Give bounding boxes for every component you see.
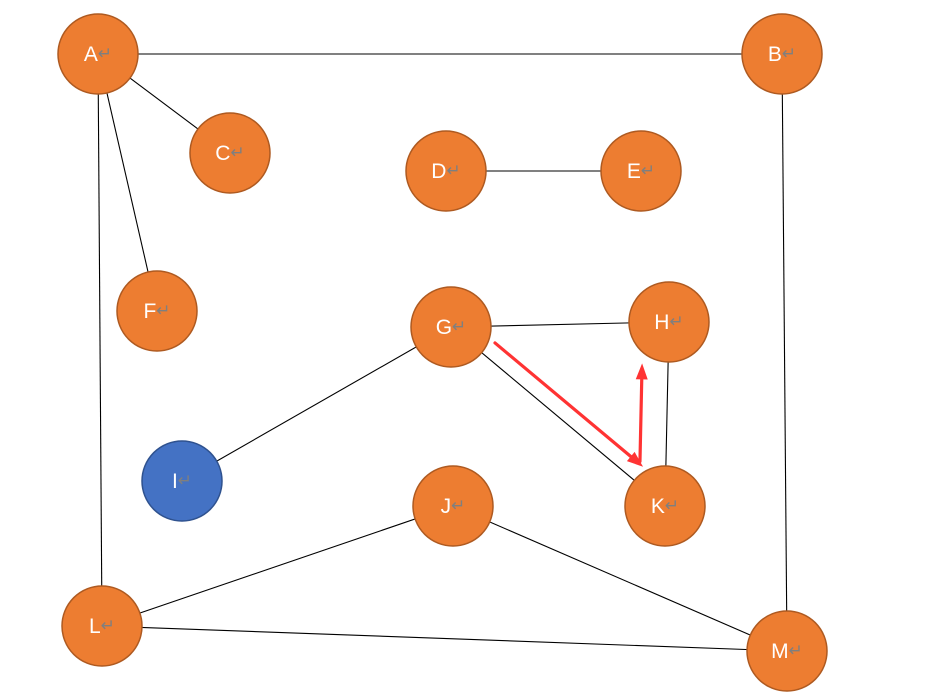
- node-circle: [410, 286, 492, 368]
- node-d: D↵: [405, 130, 487, 212]
- node-circle: [600, 130, 682, 212]
- return-mark-icon: ↵: [452, 317, 466, 337]
- edge-a-f: [97, 53, 158, 312]
- node-circle: [116, 270, 198, 352]
- node-g: G↵: [410, 286, 492, 368]
- return-mark-icon: ↵: [178, 471, 192, 491]
- return-mark-icon: ↵: [782, 44, 796, 64]
- node-k: K↵: [624, 465, 706, 547]
- node-label: L: [89, 615, 101, 638]
- return-mark-icon: ↵: [451, 496, 465, 516]
- return-mark-icon: ↵: [101, 616, 115, 636]
- nodes-layer: A↵B↵C↵D↵E↵F↵G↵H↵I↵J↵K↵L↵M↵: [57, 13, 828, 692]
- node-label: A: [84, 43, 98, 66]
- node-f: F↵: [116, 270, 198, 352]
- edge-b-m: [781, 53, 788, 652]
- return-mark-icon: ↵: [669, 312, 683, 332]
- edge-l-m: [101, 625, 788, 652]
- return-mark-icon: ↵: [156, 301, 170, 321]
- node-b: B↵: [741, 13, 823, 95]
- edge-j-l: [101, 505, 454, 627]
- node-a: A↵: [57, 13, 139, 95]
- path-arrow-g-k: [493, 341, 644, 467]
- node-label: C: [215, 142, 230, 165]
- path-arrows-layer: [493, 341, 648, 467]
- node-label: F: [143, 300, 156, 323]
- node-e: E↵: [600, 130, 682, 212]
- node-label: J: [441, 495, 452, 518]
- edge-a-l: [97, 53, 103, 627]
- node-label: M: [771, 640, 789, 663]
- node-circle: [746, 610, 828, 692]
- node-label: H: [654, 311, 669, 334]
- node-label: K: [651, 495, 665, 518]
- node-label: I: [172, 470, 178, 493]
- node-circle: [412, 465, 494, 547]
- node-l: L↵: [61, 585, 143, 667]
- node-label: E: [627, 160, 641, 183]
- node-i: I↵: [141, 440, 223, 522]
- path-arrow-k-h: [635, 363, 648, 464]
- return-mark-icon: ↵: [641, 161, 655, 181]
- return-mark-icon: ↵: [446, 161, 460, 181]
- edge-g-i: [181, 326, 452, 482]
- return-mark-icon: ↵: [98, 44, 112, 64]
- node-circle: [189, 112, 271, 194]
- node-circle: [405, 130, 487, 212]
- node-circle: [624, 465, 706, 547]
- node-label: G: [436, 316, 452, 339]
- return-mark-icon: ↵: [665, 496, 679, 516]
- node-label: D: [431, 160, 446, 183]
- node-circle: [141, 440, 223, 522]
- edge-j-m: [452, 505, 788, 652]
- node-label: B: [768, 43, 782, 66]
- return-mark-icon: ↵: [789, 641, 803, 661]
- edge-g-k: [450, 326, 666, 507]
- node-circle: [61, 585, 143, 667]
- node-c: C↵: [189, 112, 271, 194]
- node-circle: [741, 13, 823, 95]
- node-circle: [57, 13, 139, 95]
- return-mark-icon: ↵: [230, 143, 244, 163]
- node-m: M↵: [746, 610, 828, 692]
- node-circle: [628, 281, 710, 363]
- node-h: H↵: [628, 281, 710, 363]
- node-j: J↵: [412, 465, 494, 547]
